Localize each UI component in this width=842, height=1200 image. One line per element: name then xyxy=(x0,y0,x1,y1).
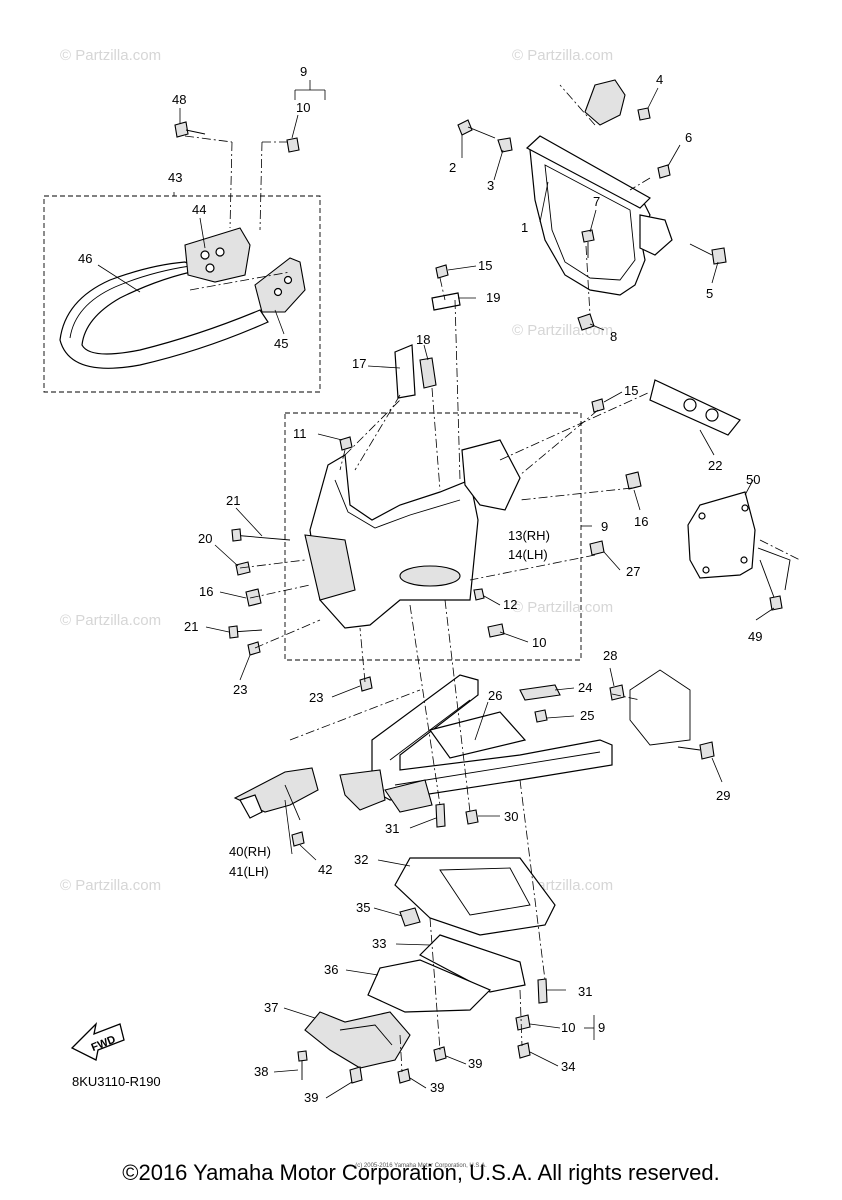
callout-26: 26 xyxy=(488,688,502,703)
callout-31: 31 xyxy=(385,821,399,836)
clip-part-35 xyxy=(399,907,421,927)
bolts-top-right xyxy=(457,107,727,331)
callout-16: 16 xyxy=(199,584,213,599)
callout-44: 44 xyxy=(192,202,206,217)
plate-part-36 xyxy=(367,959,492,1013)
callout-9: 9 xyxy=(300,64,307,79)
watermark: © Partzilla.com xyxy=(60,877,161,894)
callout-41: 41(LH) xyxy=(229,864,269,879)
callout-45: 45 xyxy=(274,336,288,351)
callout-39: 39 xyxy=(430,1080,444,1095)
skid-plate-part-32 xyxy=(394,857,556,936)
clip-part-10 xyxy=(286,137,300,153)
callout-20: 20 xyxy=(198,531,212,546)
callout-4: 4 xyxy=(656,72,663,87)
arm-part-40-41 xyxy=(233,767,319,847)
fwd-arrow-icon: FWD xyxy=(70,1022,125,1061)
callout-39: 39 xyxy=(468,1056,482,1071)
callout-1: 1 xyxy=(521,220,528,235)
callout-7: 7 xyxy=(593,194,600,209)
callout-22: 22 xyxy=(708,458,722,473)
callout-21: 21 xyxy=(226,493,240,508)
bracket-part-44 xyxy=(184,227,251,283)
callout-17: 17 xyxy=(352,356,366,371)
callout-38: 38 xyxy=(254,1064,268,1079)
callout-2: 2 xyxy=(449,160,456,175)
callout-31: 31 xyxy=(578,984,592,999)
callout-10: 10 xyxy=(532,635,546,650)
group-box-9 xyxy=(284,412,582,661)
diagram-code: 8KU3110-R190 xyxy=(72,1074,161,1089)
callout-9: 9 xyxy=(601,519,608,534)
callout-23: 23 xyxy=(309,690,323,705)
watermark: © Partzilla.com xyxy=(60,47,161,64)
callout-36: 36 xyxy=(324,962,338,977)
callout-11: 11 xyxy=(293,426,307,441)
callout-37: 37 xyxy=(264,1000,278,1015)
callout-5: 5 xyxy=(706,286,713,301)
callout-50: 50 xyxy=(746,472,760,487)
watermark: © Partzilla.com xyxy=(512,322,613,339)
callout-42: 42 xyxy=(318,862,332,877)
callout-12: 12 xyxy=(503,597,517,612)
callout-23: 23 xyxy=(233,682,247,697)
callout-46: 46 xyxy=(78,251,92,266)
fasteners-group-9 xyxy=(228,264,642,692)
callout-10: 10 xyxy=(296,100,310,115)
bracket-part-45 xyxy=(254,257,306,313)
cover-part-50 xyxy=(687,491,791,611)
footer-small-text: (c) 2005-2016 Yamaha Motor Corporation, … xyxy=(355,1163,487,1169)
assembly-lines xyxy=(184,84,801,1073)
bracket-part-37 xyxy=(304,1011,411,1069)
copyright-footer: ©2016 Yamaha Motor Corporation, U.S.A. A… xyxy=(122,1160,720,1185)
callout-18: 18 xyxy=(416,332,430,347)
watermark: © Partzilla.com xyxy=(512,599,613,616)
callout-33: 33 xyxy=(372,936,386,951)
callout-6: 6 xyxy=(685,130,692,145)
callout-49: 49 xyxy=(748,629,762,644)
callout-labels: 1 2 3 4 5 6 7 8 9 10 9 10 10 9 11 12 13(… xyxy=(78,64,762,1105)
callout-13: 13(RH) xyxy=(508,528,550,543)
callout-40: 40(RH) xyxy=(229,844,271,859)
callout-19: 19 xyxy=(486,290,500,305)
bolt-part-48 xyxy=(174,121,206,138)
callout-34: 34 xyxy=(561,1059,575,1074)
watermark: © Partzilla.com xyxy=(60,612,161,629)
callout-9: 9 xyxy=(598,1020,605,1035)
callout-39: 39 xyxy=(304,1090,318,1105)
watermark: © Partzilla.com xyxy=(512,47,613,64)
callout-16: 16 xyxy=(634,514,648,529)
callout-29: 29 xyxy=(716,788,730,803)
callout-27: 27 xyxy=(626,564,640,579)
callout-48: 48 xyxy=(172,92,186,107)
front-bumper-part-46 xyxy=(59,261,269,369)
callout-15: 15 xyxy=(624,383,638,398)
main-frame-part-26 xyxy=(339,669,715,813)
upper-frame-group-9 xyxy=(304,292,741,629)
callout-21: 21 xyxy=(184,619,198,634)
callout-43: 43 xyxy=(168,170,182,185)
callout-8: 8 xyxy=(610,329,617,344)
front-frame-part-1 xyxy=(525,79,673,296)
callout-24: 24 xyxy=(578,680,592,695)
callout-32: 32 xyxy=(354,852,368,867)
callout-28: 28 xyxy=(603,648,617,663)
callout-15: 15 xyxy=(478,258,492,273)
group-box-43 xyxy=(43,195,321,393)
callout-14: 14(LH) xyxy=(508,547,548,562)
callout-10: 10 xyxy=(561,1020,575,1035)
callout-30: 30 xyxy=(504,809,518,824)
callout-25: 25 xyxy=(580,708,594,723)
leader-lines xyxy=(97,80,775,1099)
lower-fasteners xyxy=(297,803,548,1084)
callout-3: 3 xyxy=(487,178,494,193)
callout-35: 35 xyxy=(356,900,370,915)
